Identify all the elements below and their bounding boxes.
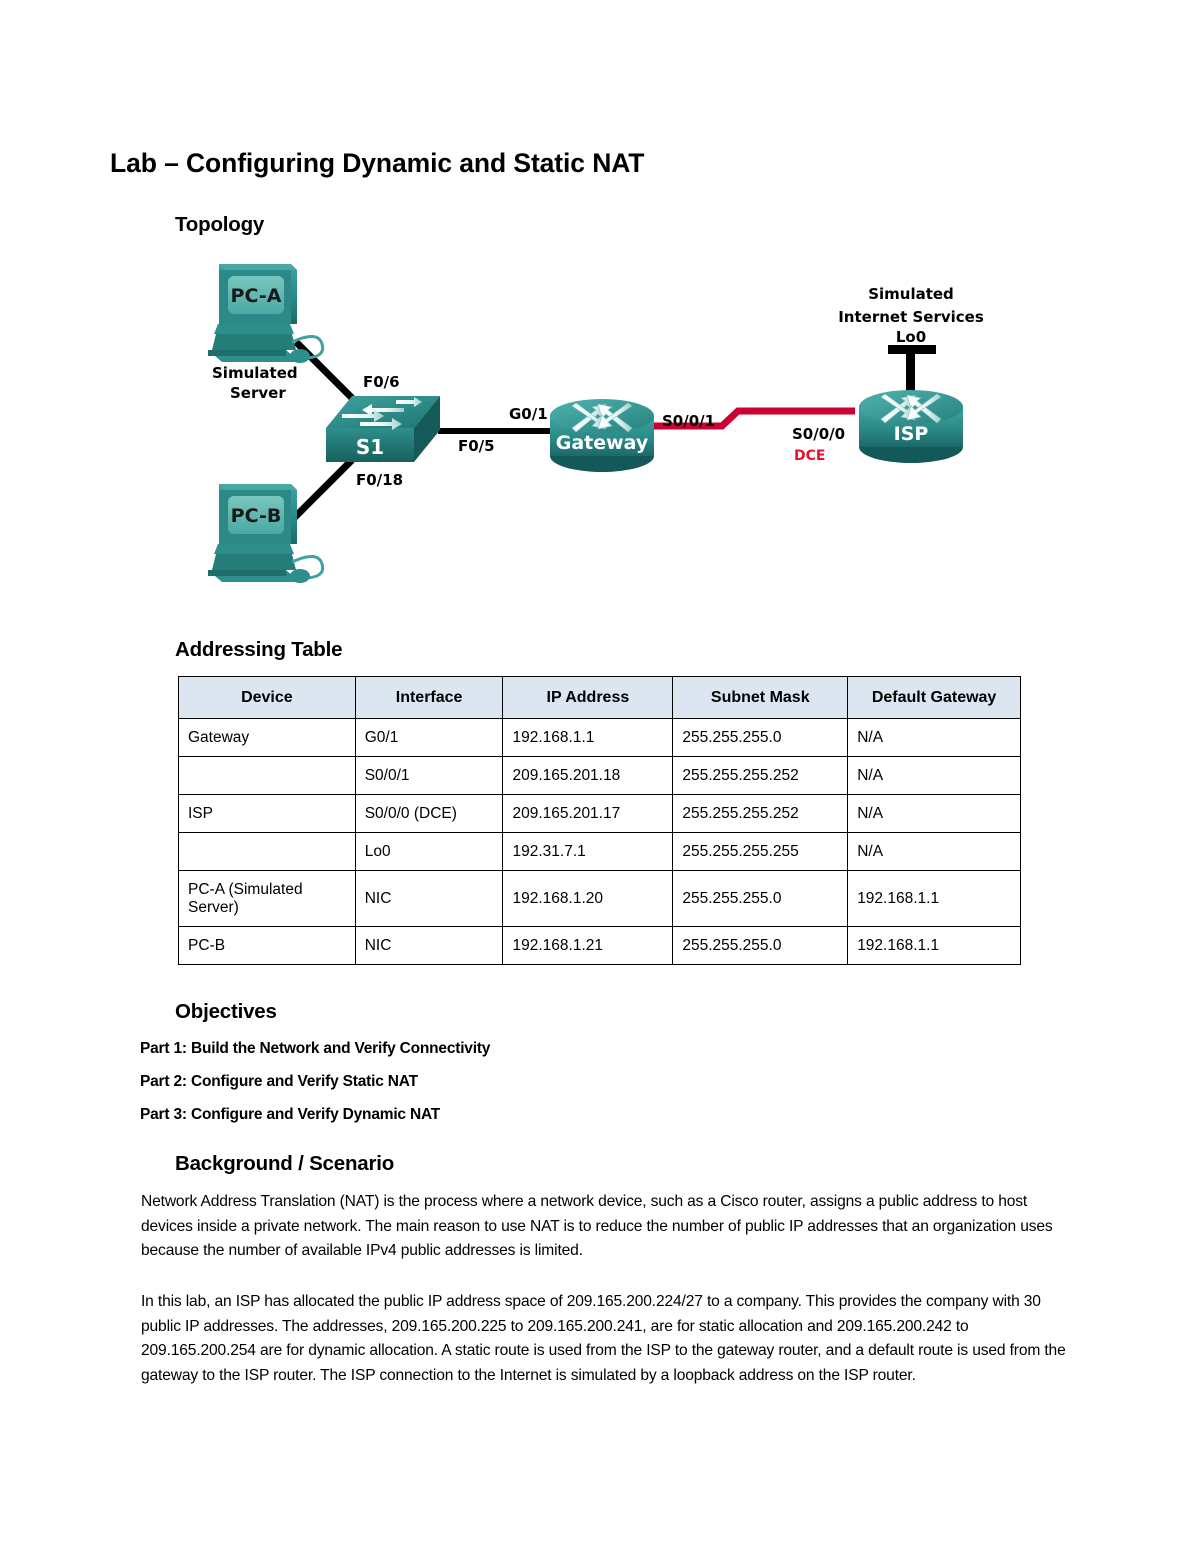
objective-part-2: Part 2: Configure and Verify Static NAT: [140, 1073, 418, 1090]
cell-mask: 255.255.255.0: [672, 718, 849, 757]
switch-label: S1: [356, 435, 384, 459]
device-router-isp: ISP: [859, 390, 963, 463]
cell-gateway: N/A: [847, 832, 1021, 871]
link-gateway-isp-serial: [640, 407, 855, 430]
iface-label-dce: DCE: [794, 448, 825, 464]
topology-heading: Topology: [175, 213, 265, 236]
cell-mask: 255.255.255.252: [672, 756, 849, 795]
cell-ip: 209.165.201.17: [502, 794, 674, 833]
cell-interface: NIC: [354, 926, 504, 965]
cell-interface: G0/1: [354, 718, 504, 757]
link-pcb-s1: [287, 457, 355, 525]
cell-interface: Lo0: [354, 832, 504, 871]
cell-ip: 192.168.1.21: [502, 926, 674, 965]
pc-a-note-line1: Simulated: [212, 364, 298, 382]
cell-mask: 255.255.255.252: [672, 794, 849, 833]
cell-device: PC-B: [178, 926, 356, 965]
column-header-subnet-mask: Subnet Mask: [672, 676, 849, 719]
gateway-label: Gateway: [556, 432, 649, 454]
table-row: ISP S0/0/0 (DCE) 209.165.201.17 255.255.…: [178, 794, 1021, 833]
device-pc-a: PC-A: [208, 264, 325, 363]
cell-mask: 255.255.255.255: [672, 832, 849, 871]
iface-label-f0-5: F0/5: [458, 437, 495, 455]
iface-label-g0-1: G0/1: [509, 405, 548, 423]
background-paragraph-1: Network Address Translation (NAT) is the…: [141, 1193, 1053, 1259]
isp-label: ISP: [894, 423, 929, 445]
cell-gateway: N/A: [847, 794, 1021, 833]
table-row: PC-A (Simulated Server) NIC 192.168.1.20…: [178, 870, 1021, 927]
iface-label-s0-0-1: S0/0/1: [662, 412, 715, 430]
background-paragraph-2: In this lab, an ISP has allocated the pu…: [141, 1293, 1066, 1384]
column-header-device: Device: [178, 676, 356, 719]
page-title: Lab – Configuring Dynamic and Static NAT: [110, 148, 645, 178]
iface-label-f0-6: F0/6: [363, 373, 400, 391]
table-row: PC-B NIC 192.168.1.21 255.255.255.0 192.…: [178, 926, 1021, 965]
table-row: Lo0 192.31.7.1 255.255.255.255 N/A: [178, 832, 1021, 871]
iface-label-f0-18: F0/18: [356, 471, 403, 489]
cell-device: PC-A (Simulated Server): [178, 870, 356, 927]
cell-ip: 192.31.7.1: [502, 832, 674, 871]
topology-diagram: PC-A Simulated Server: [0, 250, 1200, 625]
table-row: Gateway G0/1 192.168.1.1 255.255.255.0 N…: [178, 718, 1021, 757]
cell-ip: 209.165.201.18: [502, 756, 674, 795]
column-header-interface: Interface: [354, 676, 504, 719]
cell-gateway: 192.168.1.1: [847, 926, 1021, 965]
cell-gateway: N/A: [847, 756, 1021, 795]
objectives-heading: Objectives: [175, 1000, 277, 1023]
table-header-row: Device Interface IP Address Subnet Mask …: [178, 676, 1021, 719]
objective-part-3: Part 3: Configure and Verify Dynamic NAT: [140, 1106, 441, 1123]
cell-interface: S0/0/0 (DCE): [354, 794, 504, 833]
cell-device: Gateway: [178, 718, 356, 757]
device-router-gateway: Gateway: [550, 399, 654, 472]
isp-note-line3: Lo0: [896, 328, 926, 346]
table-row: S0/0/1 209.165.201.18 255.255.255.252 N/…: [178, 756, 1021, 795]
addressing-table: Device Interface IP Address Subnet Mask …: [178, 676, 1021, 965]
device-switch-s1: S1: [326, 396, 440, 462]
cell-interface: NIC: [354, 870, 504, 927]
cell-interface: S0/0/1: [354, 756, 504, 795]
background-heading: Background / Scenario: [175, 1152, 395, 1175]
cell-device: ISP: [178, 794, 356, 833]
cell-gateway: N/A: [847, 718, 1021, 757]
iface-label-s0-0-0: S0/0/0: [792, 425, 845, 443]
device-pc-b: PC-B: [208, 484, 325, 583]
isp-note-line2: Internet Services: [838, 308, 984, 326]
cell-device: [178, 832, 356, 871]
cell-mask: 255.255.255.0: [672, 926, 849, 965]
cell-ip: 192.168.1.1: [502, 718, 674, 757]
pc-a-note-line2: Server: [230, 384, 286, 402]
cell-mask: 255.255.255.0: [672, 870, 849, 927]
column-header-default-gateway: Default Gateway: [847, 676, 1021, 719]
objective-part-1: Part 1: Build the Network and Verify Con…: [140, 1040, 491, 1057]
cell-gateway: 192.168.1.1: [847, 870, 1021, 927]
pc-a-label: PC-A: [231, 285, 282, 307]
cell-ip: 192.168.1.20: [502, 870, 674, 927]
isp-loopback-stub: [888, 345, 936, 407]
pc-b-label: PC-B: [231, 505, 282, 527]
cell-device: [178, 756, 356, 795]
isp-note-line1: Simulated: [868, 285, 954, 303]
column-header-ip-address: IP Address: [502, 676, 674, 719]
addressing-table-heading: Addressing Table: [175, 638, 343, 661]
